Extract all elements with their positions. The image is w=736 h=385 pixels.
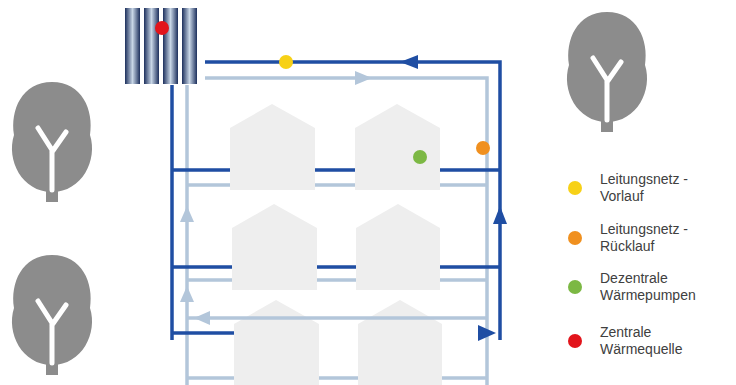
legend-item: Zentrale Wärmequelle — [568, 324, 718, 358]
return-pipe — [234, 331, 490, 335]
legend-item: Leitungsnetz - Rücklauf — [568, 221, 718, 255]
tree-branches — [38, 58, 621, 363]
legend-swatch — [568, 280, 582, 294]
marker-dot — [476, 141, 490, 155]
legend-swatch — [568, 231, 582, 245]
marker-dot — [413, 150, 427, 164]
flow-arrow — [180, 71, 372, 325]
return-pipe — [172, 62, 500, 340]
flow-arrow — [400, 55, 507, 341]
legend-swatch — [568, 334, 582, 348]
heat-source — [125, 8, 197, 84]
legend-label: Leitungsnetz - Vorlauf — [600, 171, 718, 205]
house — [230, 104, 442, 385]
tree — [12, 82, 92, 202]
marker-dot — [279, 55, 293, 69]
marker-dot — [155, 21, 169, 35]
supply-pipe — [187, 78, 487, 385]
tree — [12, 255, 92, 375]
legend-label: Zentrale Wärmequelle — [600, 324, 718, 358]
legend-label: Dezentrale Wärmepumpen — [600, 270, 718, 304]
legend-item: Leitungsnetz - Vorlauf — [568, 171, 718, 205]
legend-swatch — [568, 181, 582, 195]
tree — [567, 12, 647, 132]
legend-item: Dezentrale Wärmepumpen — [568, 270, 718, 304]
legend-label: Leitungsnetz - Rücklauf — [600, 221, 718, 255]
